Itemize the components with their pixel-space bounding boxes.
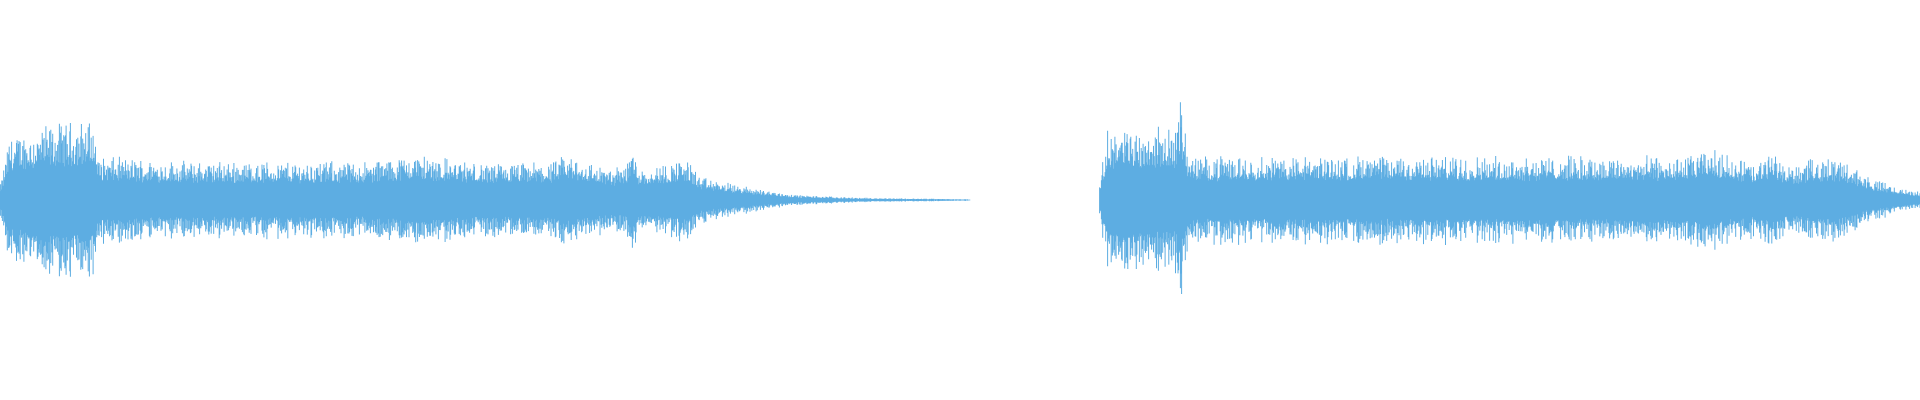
waveform-clip-1[interactable] [0, 123, 971, 277]
waveform-clip-2[interactable] [1099, 102, 1920, 294]
